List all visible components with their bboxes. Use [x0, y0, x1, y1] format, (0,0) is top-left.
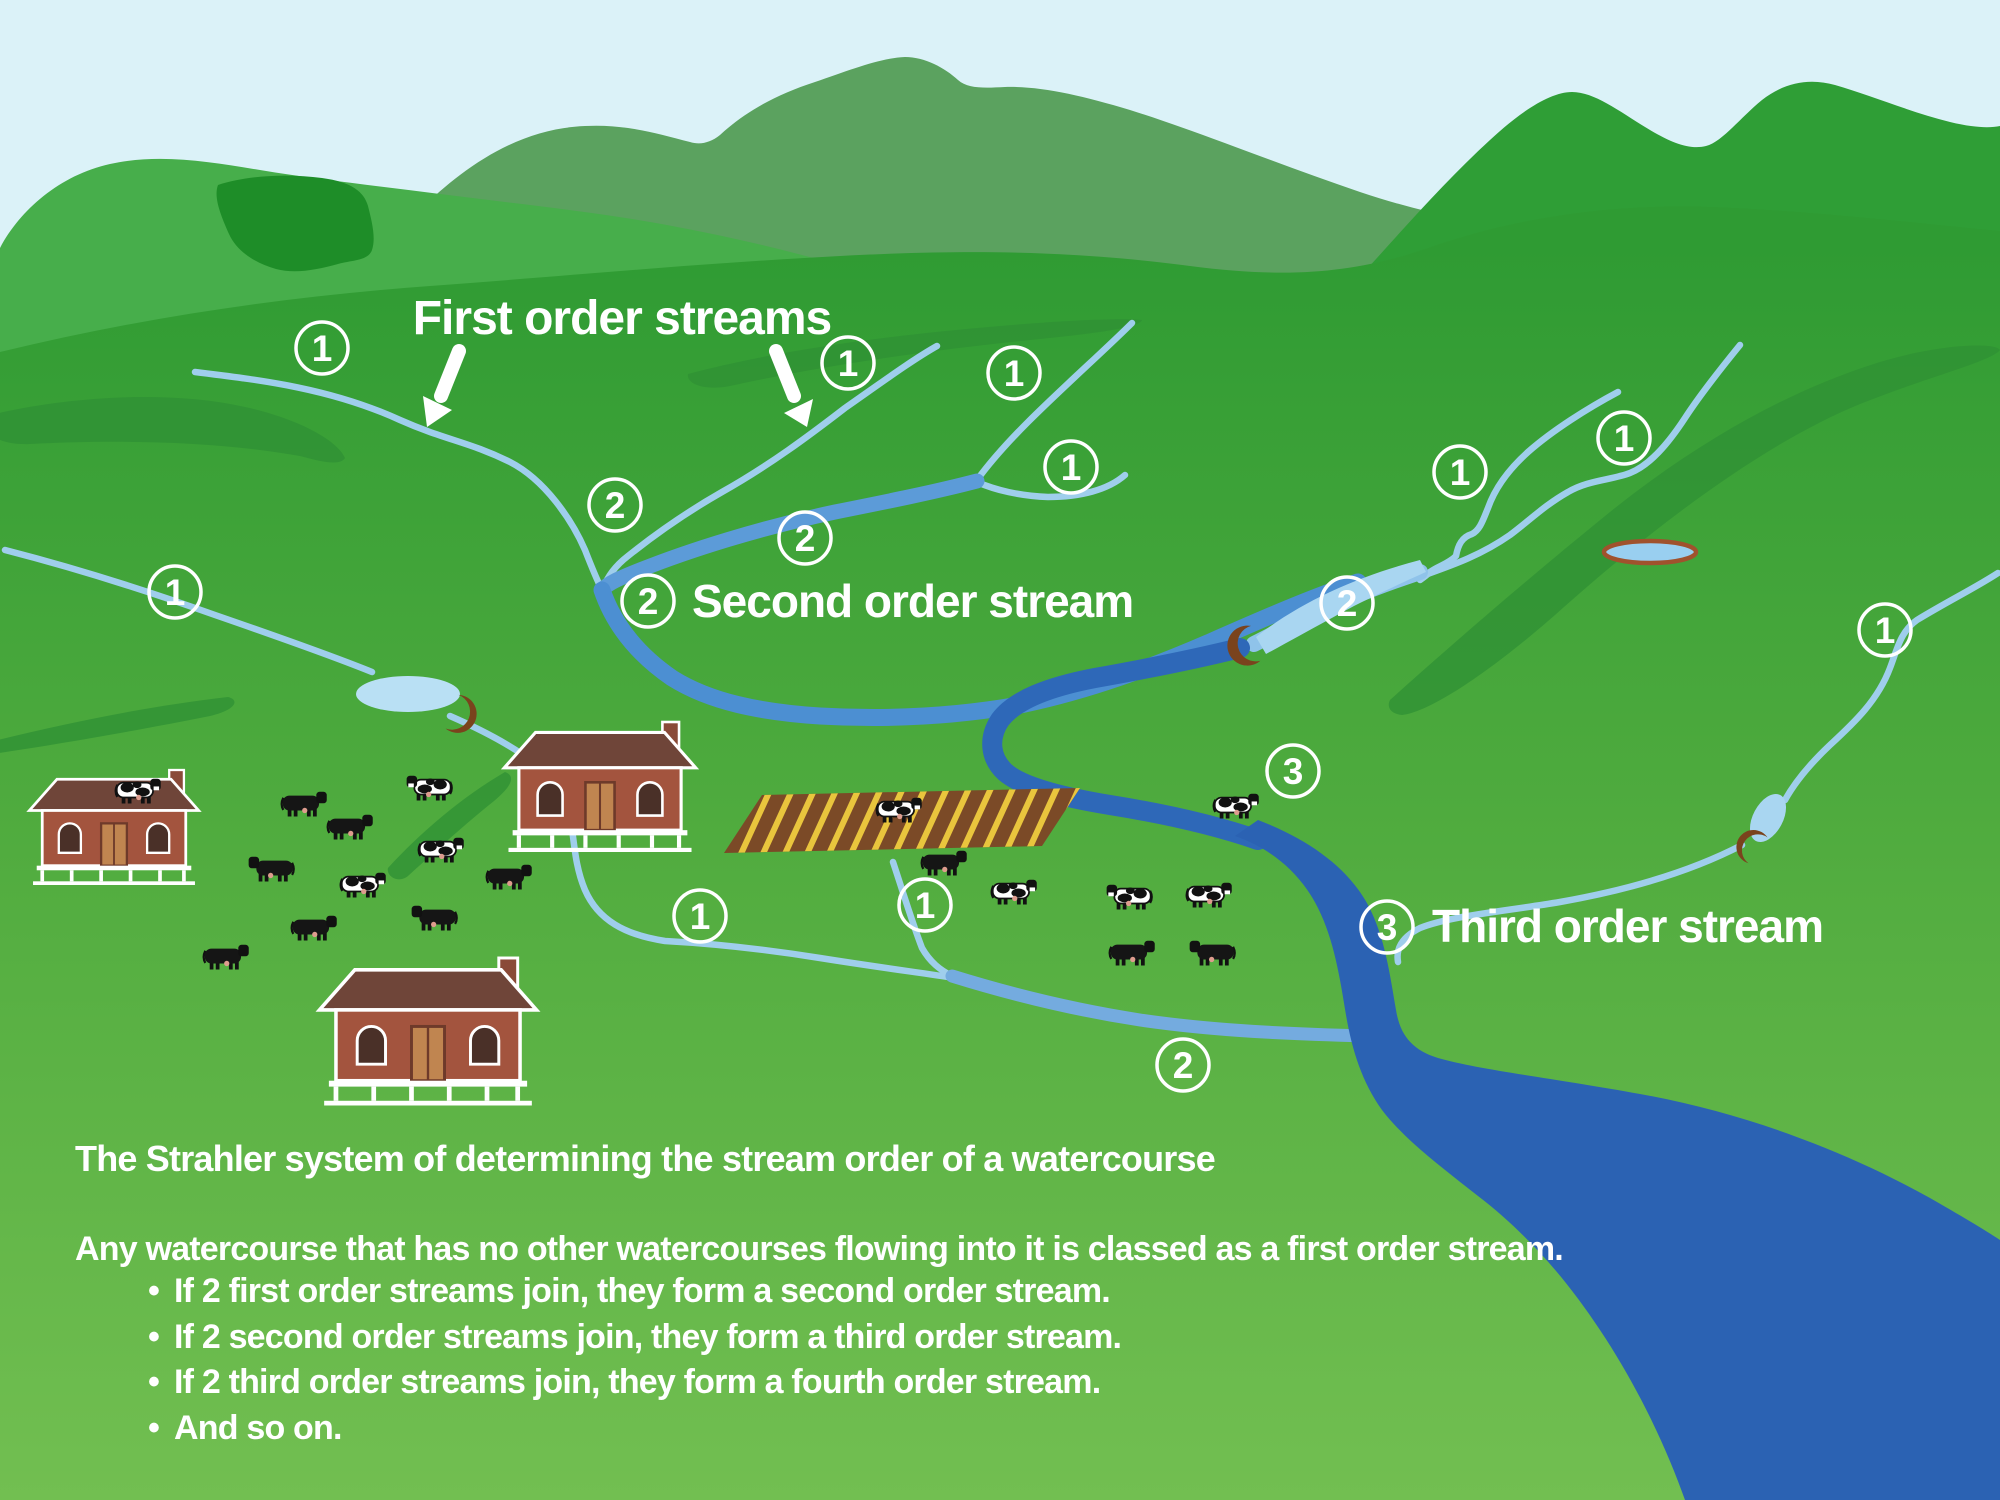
- svg-text:1: 1: [165, 572, 186, 613]
- label-third-order-stream: 3 Third order stream: [1359, 899, 1824, 955]
- upland-pond: [1601, 538, 1699, 566]
- first-order-stream-4: [973, 471, 1129, 501]
- svg-text:2: 2: [795, 518, 816, 559]
- label-second-order-stream: 2 Second order stream: [620, 573, 1134, 629]
- svg-text:1: 1: [312, 328, 333, 369]
- svg-text:1: 1: [1875, 610, 1896, 651]
- svg-text:Second order stream: Second order stream: [692, 575, 1133, 627]
- stream-order-marker-1: 1: [672, 888, 728, 944]
- svg-text:1: 1: [1614, 418, 1635, 459]
- arrow-left-head: [423, 396, 452, 427]
- svg-text:Third order stream: Third order stream: [1432, 900, 1823, 952]
- arrow-right-shaft: [769, 344, 801, 403]
- explanation-intro: Any watercourse that has no other waterc…: [75, 1230, 1564, 1268]
- stream-order-marker-1: 1: [897, 877, 953, 933]
- stream-order-marker-2: 2: [587, 477, 643, 533]
- svg-text:1: 1: [915, 885, 936, 926]
- second-order-stream-main: [593, 573, 1367, 726]
- explanation-bullet-1: •If 2 first order streams join, they for…: [148, 1272, 1111, 1310]
- stream-order-marker-1: 1: [147, 564, 203, 620]
- first-order-arrows: [423, 344, 813, 427]
- first-order-stream-3: [973, 319, 1136, 484]
- explanation-bullet-4: •And so on.: [148, 1409, 342, 1447]
- third-order-river: [1235, 820, 2000, 1500]
- stream-order-marker-1: 1: [820, 335, 876, 391]
- arrow-left-shaft: [434, 344, 466, 403]
- stream-order-marker-2: 2: [1155, 1037, 1211, 1093]
- explanation-title: The Strahler system of determining the s…: [75, 1138, 1216, 1179]
- first-order-stream-2: [598, 342, 941, 594]
- first-order-stream-9: [889, 858, 956, 980]
- svg-text:1: 1: [1061, 447, 1082, 488]
- bullet-dot: •: [148, 1409, 160, 1447]
- svg-text:2: 2: [1173, 1045, 1194, 1086]
- stream-pond-center: [1256, 560, 1426, 654]
- svg-text:1: 1: [1450, 452, 1471, 493]
- bullet-dot: •: [148, 1363, 160, 1401]
- bullet-dot: •: [148, 1318, 160, 1356]
- stream-order-marker-1: 1: [1857, 602, 1913, 658]
- stream-order-marker-1: 1: [1043, 439, 1099, 495]
- first-order-stream-1: [191, 368, 606, 594]
- svg-text:1: 1: [690, 896, 711, 937]
- arrow-right-head: [784, 399, 813, 427]
- svg-text:2: 2: [638, 581, 659, 622]
- stream-order-marker-1: 1: [986, 345, 1042, 401]
- culvert-center: [1227, 625, 1261, 666]
- svg-text:3: 3: [1283, 751, 1304, 792]
- explanation-bullet-2: •If 2 second order streams join, they fo…: [148, 1318, 1122, 1356]
- first-order-stream-5: [1, 546, 376, 676]
- stream-order-marker-3: 3: [1265, 743, 1321, 799]
- stream-order-marker-1: 1: [1432, 444, 1488, 500]
- forest-patch: [216, 175, 374, 272]
- second-order-stream-upper: [594, 473, 985, 598]
- explanation-bullet-3: •If 2 third order streams join, they for…: [148, 1363, 1101, 1401]
- valley-creases: [0, 319, 2000, 880]
- culvert-right: [1736, 830, 1768, 864]
- first-order-stream-8-outflow: [1394, 841, 1746, 966]
- barn-center: [502, 720, 698, 854]
- first-order-stream-8: [1781, 569, 2000, 804]
- barn-left: [27, 768, 201, 887]
- label-first-order-streams: First order streams: [413, 292, 832, 345]
- svg-text:3: 3: [1377, 907, 1398, 948]
- svg-text:1: 1: [838, 343, 859, 384]
- stream-order-marker-2: 2: [777, 510, 833, 566]
- svg-text:2: 2: [1337, 583, 1358, 624]
- third-order-stream-upper: [982, 638, 1268, 850]
- svg-text:2: 2: [605, 485, 626, 526]
- first-order-stream-7: [1418, 341, 1744, 580]
- svg-text:1: 1: [1004, 353, 1025, 394]
- stream-order-marker-1: 1: [1596, 410, 1652, 466]
- second-order-stream-bottom: [945, 969, 1375, 1043]
- bullet-dot: •: [148, 1272, 160, 1310]
- stream-pond-right: [1749, 793, 1787, 843]
- barn-lower: [317, 956, 539, 1108]
- stream-order-marker-2: 2: [1319, 575, 1375, 631]
- culvert-left: [445, 694, 477, 733]
- stream-order-marker-1: 1: [294, 320, 350, 376]
- order-markers: 1 1 1 1 1 1 1 1 1 1 2 2 2 2 3: [147, 320, 1913, 1093]
- stream-pond-left: [356, 676, 460, 712]
